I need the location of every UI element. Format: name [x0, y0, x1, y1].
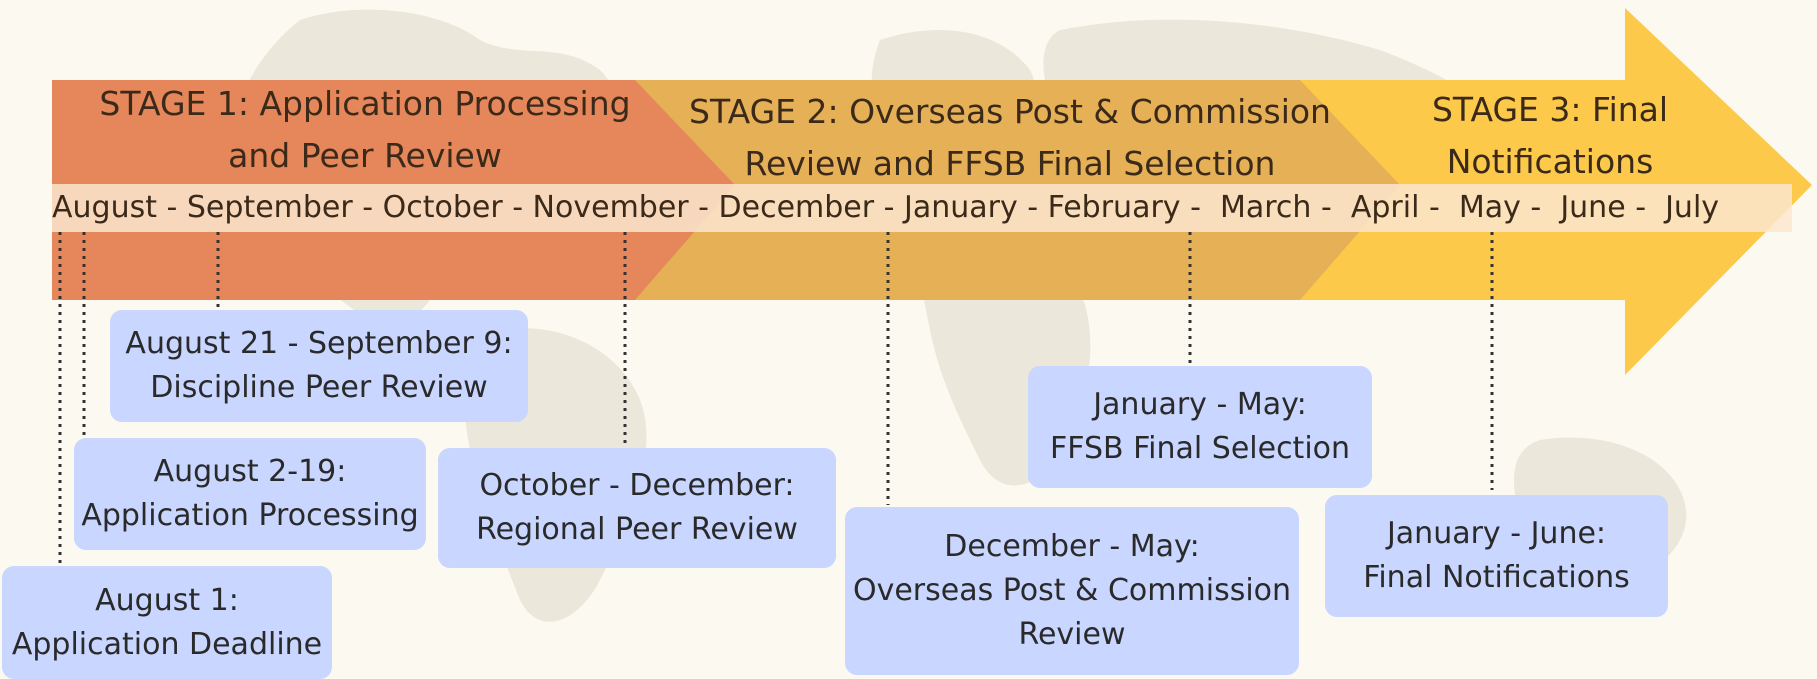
event-final-notifications: January - June: Final Notifications — [1325, 495, 1668, 617]
stage1-title: STAGE 1: Application Processing and Peer… — [60, 78, 670, 182]
month-band — [52, 184, 1792, 232]
stage3-title: STAGE 3: Final Notifications — [1380, 84, 1720, 188]
stage2-title-line2: Review and FFSB Final Selection — [744, 144, 1276, 183]
event-application-deadline: August 1: Application Deadline — [2, 566, 332, 679]
stage1-title-line2: and Peer Review — [228, 136, 502, 175]
stage1-title-line1: STAGE 1: Application Processing — [99, 84, 631, 123]
stage3-title-line1: STAGE 3: Final — [1431, 90, 1669, 129]
event-overseas-post-commission-review: December - May: Overseas Post & Commissi… — [845, 507, 1299, 675]
event-discipline-peer-review: August 21 - September 9: Discipline Peer… — [110, 310, 528, 422]
event-ffsb-final-selection: January - May: FFSB Final Selection — [1028, 366, 1372, 488]
event-application-processing: August 2-19: Application Processing — [74, 438, 426, 550]
stage2-title: STAGE 2: Overseas Post & Commission Revi… — [670, 86, 1350, 190]
stage2-title-line1: STAGE 2: Overseas Post & Commission — [689, 92, 1331, 131]
leader-lines — [58, 232, 1494, 565]
month-labels: August - September - October - November … — [52, 190, 1720, 225]
stage3-title-line2: Notifications — [1446, 142, 1654, 181]
event-regional-peer-review: October - December: Regional Peer Review — [438, 448, 836, 568]
